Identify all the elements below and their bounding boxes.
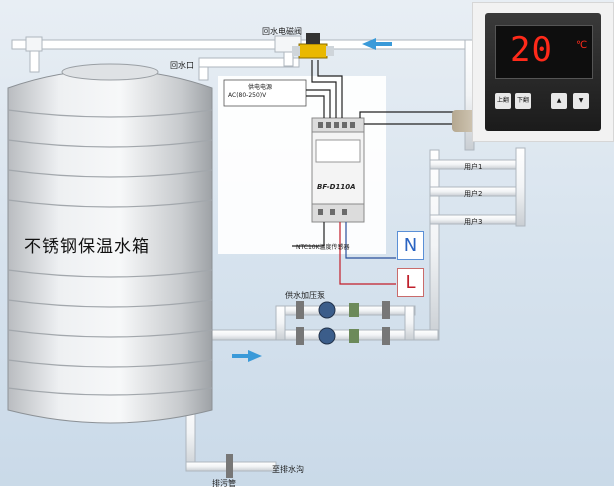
pump-lower (318, 327, 359, 345)
temperature-readout: 20 (510, 30, 553, 70)
thermostat-down-button[interactable]: 下翻 (515, 93, 531, 109)
power-supply-label: 供电电源 (248, 84, 273, 91)
stainless-tank (7, 63, 213, 424)
thermostat-arrow-down-icon[interactable]: ▼ (573, 93, 589, 109)
thermostat-device: 20 ℃ 上翻 下翻 ▲ ▼ (472, 2, 614, 142)
power-spec-label: AC(80-250)V (228, 92, 267, 99)
gate-valves (226, 301, 390, 478)
thermostat-face: 20 ℃ 上翻 下翻 ▲ ▼ (485, 13, 601, 131)
controller-unit (311, 117, 365, 223)
temperature-unit: ℃ (576, 40, 588, 51)
tank-label: 不锈钢保温水箱 (24, 237, 150, 257)
flow-arrows (232, 38, 392, 362)
neutral-terminal-label: N (397, 231, 424, 260)
power-label-box (223, 79, 307, 107)
pump-upper (318, 301, 359, 319)
floor-strip (0, 486, 614, 500)
sensor-label: NTC10K温度传感器 (296, 244, 350, 251)
controller-model-label: BF-D110A (317, 183, 356, 191)
thermostat-up-button[interactable]: 上翻 (495, 93, 511, 109)
return-port-label: 回水口 (170, 61, 194, 70)
user1-label: 用户1 (464, 163, 483, 171)
user2-label: 用户2 (464, 190, 483, 198)
wiring (292, 60, 472, 285)
return-solenoid-valve (292, 33, 334, 59)
live-terminal-label: L (397, 268, 424, 297)
return-valve-label: 回水电磁阀 (262, 27, 302, 36)
thermostat-arrow-up-icon[interactable]: ▲ (551, 93, 567, 109)
thermostat-display: 20 ℃ (495, 25, 593, 79)
pump-label: 供水加压泵 (285, 291, 325, 300)
drain-pipe-label: 排污管 (212, 479, 236, 488)
user3-label: 用户3 (464, 218, 483, 226)
drain-ditch-label: 至排水沟 (272, 465, 304, 474)
